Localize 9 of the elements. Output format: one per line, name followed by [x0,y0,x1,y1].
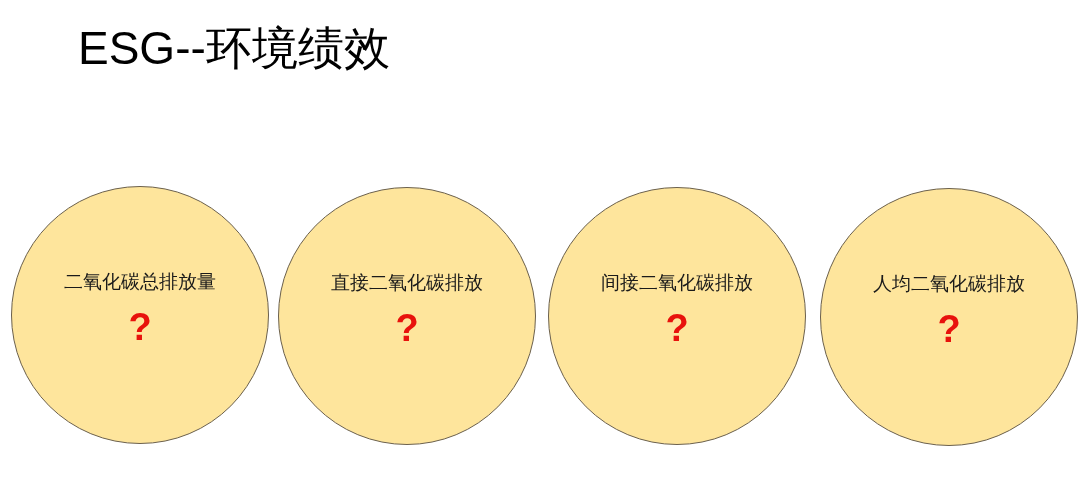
metric-label: 直接二氧化碳排放 [331,271,483,295]
page-title: ESG--环境绩效 [78,21,390,76]
question-mark: ? [665,306,689,350]
metric-label: 间接二氧化碳排放 [601,271,753,295]
metric-label: 二氧化碳总排放量 [64,270,216,294]
question-mark: ? [128,305,152,349]
question-mark: ? [937,307,961,351]
question-mark: ? [395,306,419,350]
metric-label: 人均二氧化碳排放 [873,272,1025,296]
